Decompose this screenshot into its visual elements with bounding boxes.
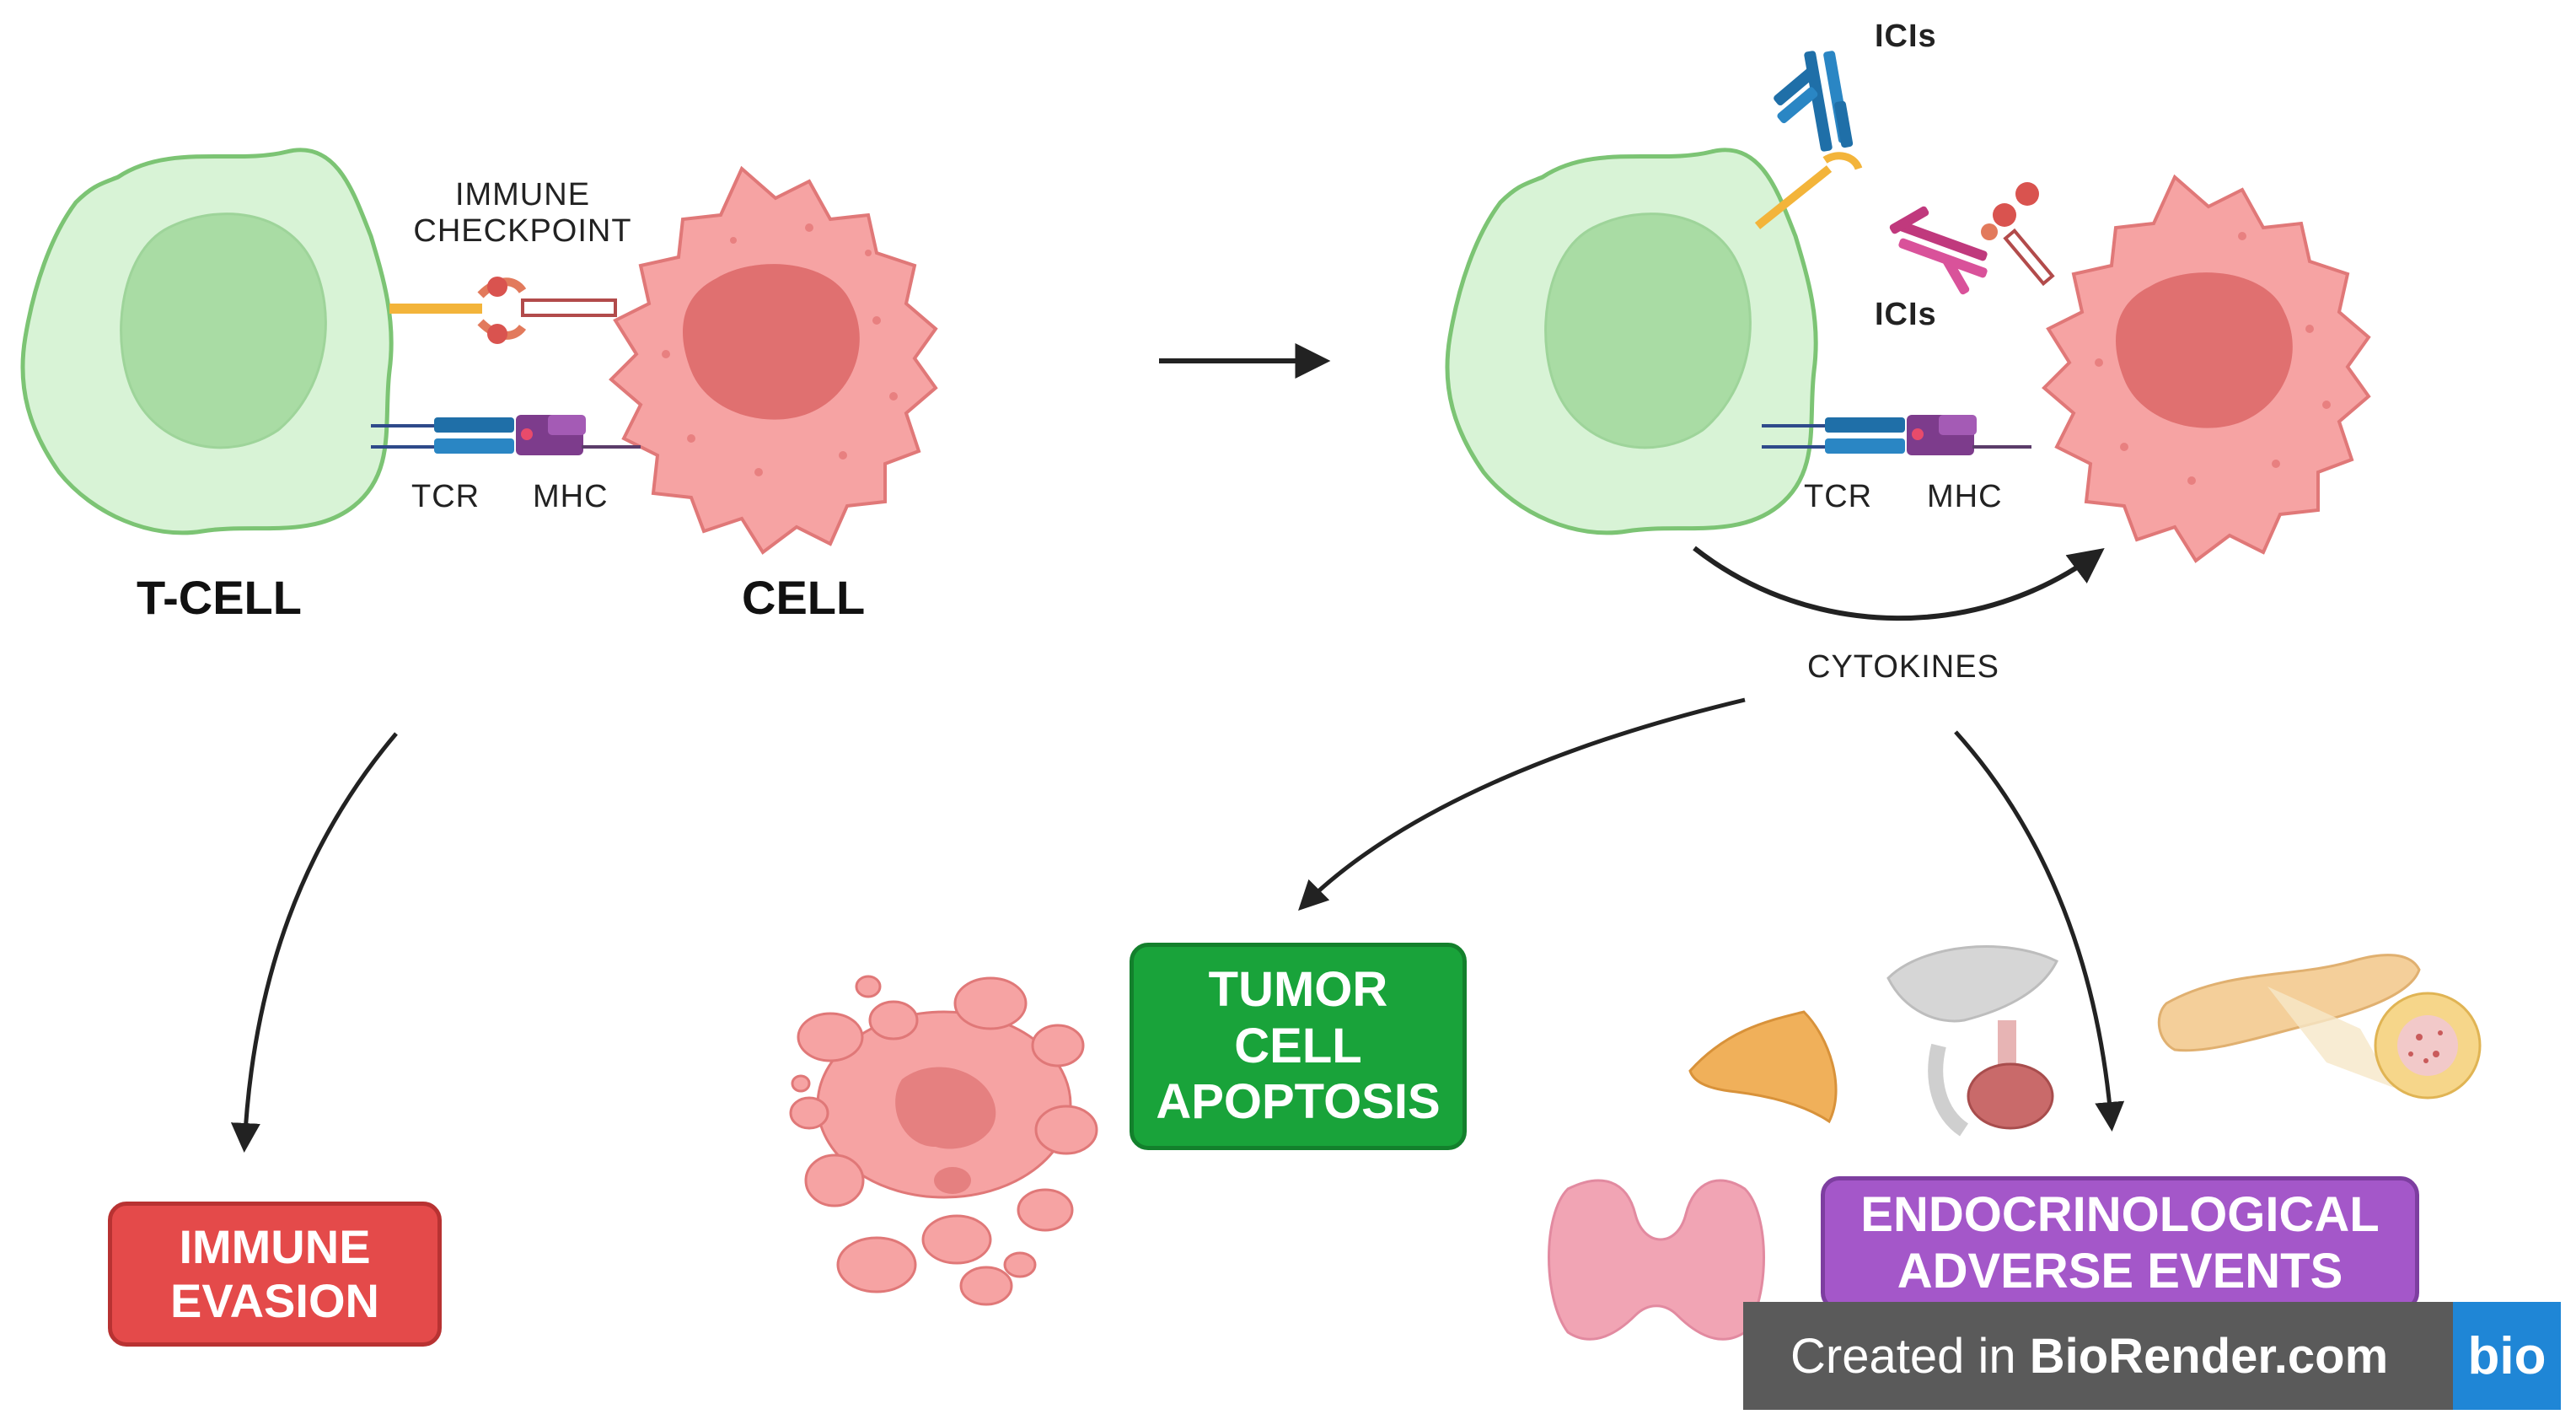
thyroid-icon (1548, 1179, 1765, 1341)
endocrine-events-box: ENDOCRINOLOGICAL ADVERSE EVENTS (1821, 1176, 2419, 1311)
pd1-receptor-icon (1754, 152, 1863, 229)
immune-evasion-line2: EVASION (170, 1274, 379, 1327)
watermark-prefix: Created in (1790, 1328, 2030, 1384)
checkpoint-label-line1: IMMUNE (454, 177, 591, 212)
ici-label-top: ICIs (1875, 19, 1937, 54)
tumor-cell-icon (2042, 174, 2371, 563)
antibody-icon (1889, 206, 1988, 295)
tumor-apoptosis-line3: APOPTOSIS (1156, 1074, 1441, 1130)
tcell-icon (20, 148, 394, 535)
endocrine-events-line1: ENDOCRINOLOGICAL (1860, 1187, 2380, 1243)
pancreas-icon (2157, 954, 2482, 1100)
adrenal-gland-icon (1688, 1010, 1838, 1124)
cytokines-label: CYTOKINES (1807, 649, 1999, 685)
antibody-icon (1774, 51, 1854, 152)
tumor-cell-icon (609, 165, 938, 555)
tcr-label-right: TCR (1804, 479, 1873, 514)
endocrine-arrow (1954, 730, 2125, 1132)
apoptotic-cell-icon (789, 975, 1098, 1306)
mhc-label-right: MHC (1927, 479, 2003, 514)
tcr-mhc-complex-icon (371, 415, 641, 455)
apoptosis-arrow (1298, 697, 1746, 911)
checkpoint-label-line2: CHECKPOINT (413, 213, 632, 249)
evasion-arrow (230, 732, 398, 1153)
cytokine-arrow (1693, 546, 2105, 621)
cell-label: CELL (742, 571, 866, 624)
tumor-apoptosis-box: TUMOR CELL APOPTOSIS (1130, 943, 1467, 1150)
pdl1-ligand-icon (1981, 182, 2055, 287)
endocrine-events-line2: ADVERSE EVENTS (1897, 1244, 2343, 1299)
checkpoint-receptor-icon (389, 277, 617, 344)
watermark-text: Created in BioRender.com (1790, 1328, 2388, 1385)
watermark-brand: BioRender.com (2029, 1328, 2389, 1384)
tcr-label: TCR (411, 479, 480, 514)
tumor-apoptosis-line2: CELL (1234, 1018, 1362, 1073)
tcell-icon (1445, 148, 1818, 535)
immune-evasion-line1: IMMUNE (179, 1219, 371, 1273)
biorender-watermark: Created in BioRender.com bio (1743, 1302, 2561, 1410)
biorender-logo-icon: bio (2453, 1302, 2561, 1410)
checkpoint-label: IMMUNE CHECKPOINT (396, 177, 649, 250)
immune-evasion-box: IMMUNE EVASION (108, 1202, 442, 1347)
mhc-label: MHC (533, 479, 609, 514)
ici-label-bottom: ICIs (1875, 297, 1937, 332)
pituitary-icon (1886, 945, 2059, 1137)
tcell-label: T-CELL (137, 571, 302, 624)
tumor-apoptosis-line1: TUMOR (1208, 961, 1388, 1017)
tcr-mhc-complex-icon (1762, 415, 2031, 455)
